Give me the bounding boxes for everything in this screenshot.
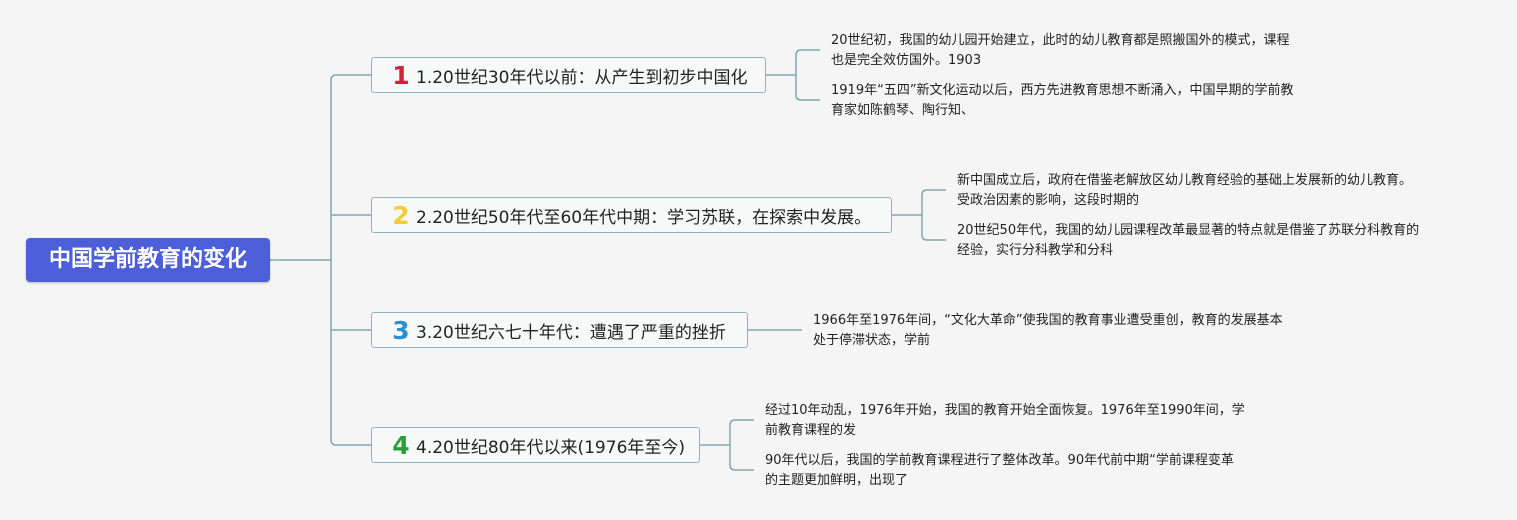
leaf-line: 受政治因素的影响，这段时期的: [957, 193, 1140, 208]
number-badge-4-icon: 4: [392, 430, 410, 460]
branch-topic-4[interactable]: 4 4.20世纪80年代以来(1976年至今): [371, 427, 700, 463]
leaf-line: 1966年至1976年间，“文化大革命”使我国的教育事业遭受重创，教育的发展基本: [813, 313, 1283, 328]
leaf-line: 1919年“五四”新文化运动以后，西方先进教育思想不断涌入，中国早期的学前教: [831, 83, 1294, 98]
leaf-topic-4-2[interactable]: 90年代以后，我国的学前教育课程进行了整体改革。90年代前中期“学前课程变革 的…: [765, 451, 1234, 491]
branch-topic-3[interactable]: 3 3.20世纪六七十年代：遭遇了严重的挫折: [371, 312, 748, 348]
leaf-connector-1-1: [795, 49, 820, 56]
leaf-connector-4-1: [729, 419, 754, 426]
leaf-line: 的主题更加鲜明，出现了: [765, 473, 909, 488]
leaf-line: 新中国成立后，政府在借鉴老解放区幼儿教育经验的基础上发展新的幼儿教育。: [957, 173, 1413, 188]
leaf-line: 90年代以后，我国的学前教育课程进行了整体改革。90年代前中期“学前课程变革: [765, 453, 1234, 468]
leaf-topic-1-2[interactable]: 1919年“五四”新文化运动以后，西方先进教育思想不断涌入，中国早期的学前教 育…: [831, 81, 1294, 121]
branch-connector-1: [330, 74, 371, 81]
branch-label: 4.20世纪80年代以来(1976年至今): [416, 437, 686, 458]
leaf-connector-2-2: [921, 234, 946, 241]
leaf-connector-1-2: [795, 94, 820, 101]
leaf-line: 经验，实行分科教学和分科: [957, 243, 1114, 258]
number-badge-3-icon: 3: [392, 315, 410, 345]
leaf-topic-2-2[interactable]: 20世纪50年代，我国的幼儿园课程改革最显著的特点就是借鉴了苏联分科教育的 经验…: [957, 221, 1419, 261]
leaf-line: 前教育课程的发: [765, 423, 857, 438]
leaf-line: 处于停滞状态，学前: [813, 333, 931, 348]
leaf-topic-2-1[interactable]: 新中国成立后，政府在借鉴老解放区幼儿教育经验的基础上发展新的幼儿教育。 受政治因…: [957, 171, 1412, 211]
number-badge-2-icon: 2: [392, 200, 410, 230]
branch-topic-2[interactable]: 2 2.20世纪50年代至60年代中期：学习苏联，在探索中发展。: [371, 197, 892, 233]
leaf-topic-1-1[interactable]: 20世纪初，我国的幼儿园开始建立，此时的幼儿教育都是照搬国外的模式，课程 也是完…: [831, 31, 1290, 71]
branch-label: 1.20世纪30年代以前：从产生到初步中国化: [416, 67, 748, 88]
root-topic-label: 中国学前教育的变化: [48, 247, 247, 272]
leaf-connector-2-1: [921, 189, 946, 196]
leaf-line: 也是完全效仿国外。1903: [831, 53, 982, 68]
branch-label: 3.20世纪六七十年代：遭遇了严重的挫折: [416, 322, 726, 343]
root-topic[interactable]: 中国学前教育的变化: [26, 238, 270, 282]
leaf-line: 20世纪50年代，我国的幼儿园课程改革最显著的特点就是借鉴了苏联分科教育的: [957, 223, 1420, 238]
leaf-line: 20世纪初，我国的幼儿园开始建立，此时的幼儿教育都是照搬国外的模式，课程: [831, 33, 1290, 48]
leaf-topic-4-1[interactable]: 经过10年动乱，1976年开始，我国的教育开始全面恢复。1976年至1990年间…: [765, 401, 1245, 441]
leaf-line: 育家如陈鹤琴、陶行知、: [831, 103, 975, 118]
leaf-topic-3-1[interactable]: 1966年至1976年间，“文化大革命”使我国的教育事业遭受重创，教育的发展基本…: [813, 311, 1283, 351]
branch-connector-4: [330, 439, 371, 446]
branch-label: 2.20世纪50年代至60年代中期：学习苏联，在探索中发展。: [416, 207, 872, 228]
number-badge-1-icon: 1: [392, 60, 410, 90]
branch-topic-1[interactable]: 1 1.20世纪30年代以前：从产生到初步中国化: [371, 57, 766, 93]
leaf-line: 经过10年动乱，1976年开始，我国的教育开始全面恢复。1976年至1990年间…: [765, 403, 1245, 418]
leaf-connector-4-2: [729, 464, 754, 471]
